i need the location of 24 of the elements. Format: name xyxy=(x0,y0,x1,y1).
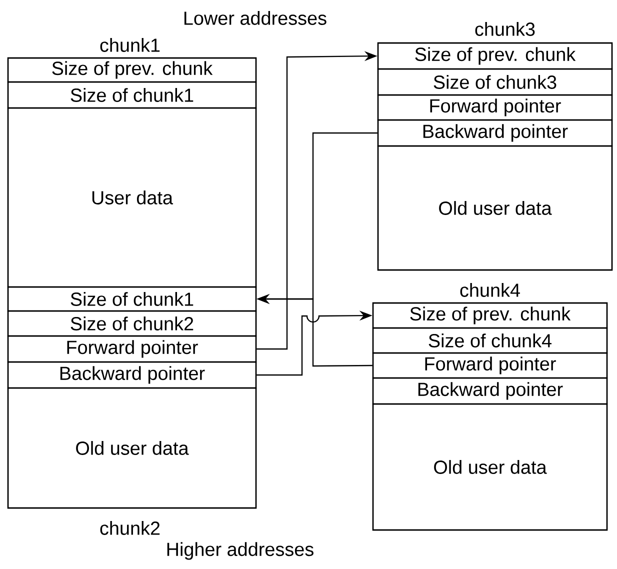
address-label: Lower addresses xyxy=(184,11,326,25)
field-row: Backward pointer xyxy=(372,377,608,405)
address-label: Higher addresses xyxy=(167,542,314,560)
field-row: Size of prev. chunk xyxy=(7,57,257,83)
field-row: Forward pointer xyxy=(372,352,608,379)
field-row: Old user data xyxy=(7,387,257,509)
field-row: Backward pointer xyxy=(377,119,613,147)
field-row: Old user data xyxy=(377,145,613,271)
field-row: Size of chunk3 xyxy=(377,68,613,96)
field-row: Size of prev. chunk xyxy=(372,302,608,329)
field-row: User data xyxy=(7,107,257,288)
node-label: chunk3 xyxy=(475,22,535,36)
field-row: Size of chunk4 xyxy=(372,327,608,354)
node-label: chunk4 xyxy=(460,283,520,297)
field-row: Old user data xyxy=(372,403,608,531)
field-row: Size of chunk1 xyxy=(7,286,257,312)
node-label: chunk2 xyxy=(100,521,160,535)
field-row: Forward pointer xyxy=(7,335,257,363)
field-row: Backward pointer xyxy=(7,361,257,389)
field-row: Size of prev. chunk xyxy=(377,42,613,70)
node-label: chunk1 xyxy=(100,38,160,52)
field-row: Size of chunk2 xyxy=(7,310,257,337)
field-row: Size of chunk1 xyxy=(7,81,257,109)
field-row: Forward pointer xyxy=(377,94,613,121)
